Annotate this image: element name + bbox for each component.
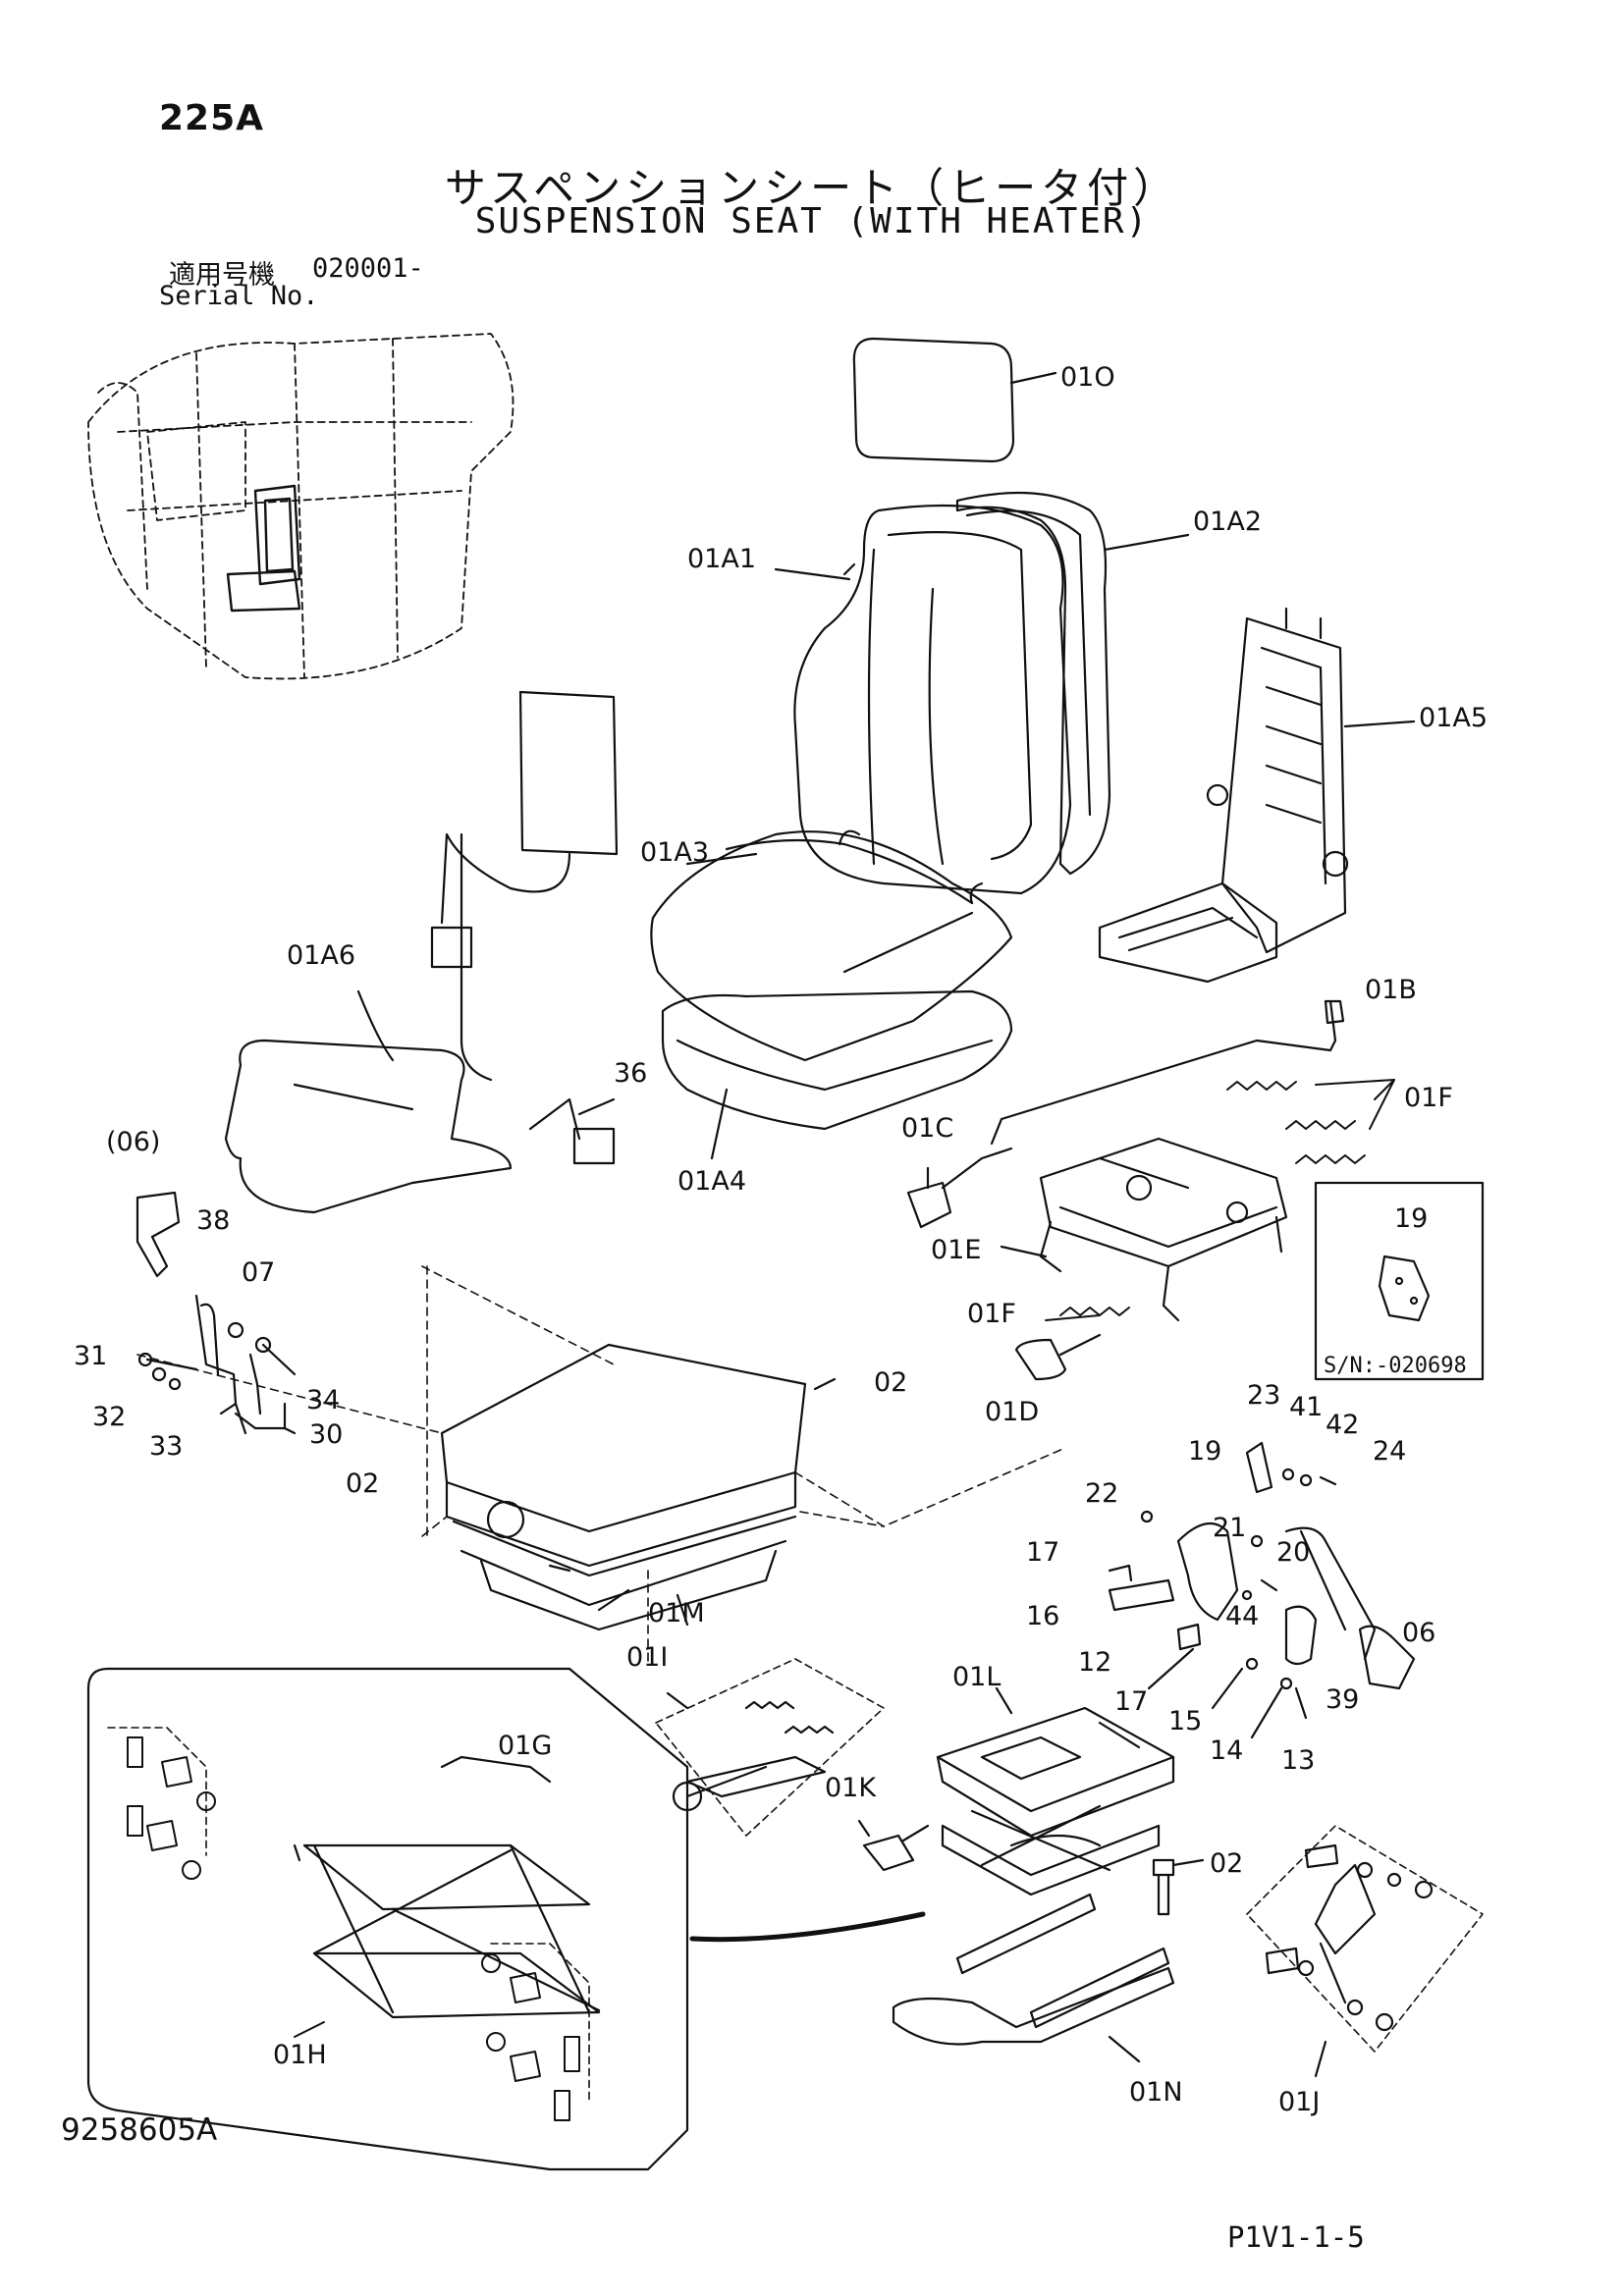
callout-31: 31 xyxy=(74,1341,107,1371)
serial-label-english: Serial No. xyxy=(159,281,319,311)
callout-07: 07 xyxy=(242,1257,275,1288)
callout-13: 13 xyxy=(1281,1745,1315,1776)
dashed-assembly-guides xyxy=(136,1265,1066,1665)
callout-17-lower: 17 xyxy=(1114,1686,1148,1717)
page-reference: P1V1-1-5 xyxy=(1227,2220,1365,2254)
inset-part-label: 19 xyxy=(1394,1203,1428,1234)
inset-serial-note: S/N:-020698 xyxy=(1324,1354,1467,1378)
callout-01A3: 01A3 xyxy=(640,837,709,868)
headrest-01O xyxy=(852,337,1015,463)
part-01K xyxy=(862,1834,915,1872)
callout-01A1: 01A1 xyxy=(687,544,756,574)
callout-20: 20 xyxy=(1276,1537,1310,1568)
knob-01D xyxy=(1014,1338,1067,1381)
knob-01C xyxy=(906,1181,952,1229)
lever-assembly-right xyxy=(1108,1441,1416,1739)
callout-01G: 01G xyxy=(498,1731,552,1761)
title-japanese: サスペンションシート（ヒータ付） xyxy=(444,164,1180,212)
scissor-linkage-01G xyxy=(293,1755,601,2019)
callout-01C: 01C xyxy=(901,1113,953,1144)
callout-42: 42 xyxy=(1326,1410,1359,1440)
serial-label-japanese: 適用号機 xyxy=(169,260,275,291)
callout-01E: 01E xyxy=(931,1235,981,1265)
callout-34: 34 xyxy=(306,1385,340,1415)
callout-44: 44 xyxy=(1225,1601,1259,1631)
callout-19: 19 xyxy=(1188,1436,1221,1467)
backrest-cover-01A2 xyxy=(955,491,1111,876)
seatbelt-buckle-assembly xyxy=(135,1191,297,1435)
suspension-mechanism-01L xyxy=(936,1686,1175,1896)
callout-01F-lower: 01F xyxy=(967,1299,1016,1329)
detail-group-box xyxy=(86,1667,689,2171)
callout-01A6: 01A6 xyxy=(287,940,355,971)
callout-15: 15 xyxy=(1168,1706,1202,1736)
seat-frame-01A5 xyxy=(1098,607,1416,984)
page-code: 225A xyxy=(159,98,265,138)
callout-01K: 01K xyxy=(825,1773,877,1803)
adjuster-rod-01B xyxy=(990,999,1337,1146)
callout-22: 22 xyxy=(1085,1478,1118,1509)
document-number: 9258605A xyxy=(61,2112,218,2148)
callout-01A4: 01A4 xyxy=(677,1166,746,1197)
callout-41: 41 xyxy=(1289,1392,1323,1422)
callout-38: 38 xyxy=(196,1205,230,1236)
callout-01F: 01F xyxy=(1404,1083,1453,1113)
bar-frame-01N xyxy=(892,1966,1175,2046)
callout-14: 14 xyxy=(1210,1735,1243,1766)
callout-30: 30 xyxy=(309,1419,343,1450)
callout-21: 21 xyxy=(1213,1513,1246,1543)
heater-pad-01A6 xyxy=(224,690,619,1214)
inset-box xyxy=(1314,1181,1485,1381)
callout-01I: 01I xyxy=(626,1642,668,1673)
callout-01A5: 01A5 xyxy=(1419,703,1488,733)
inset-bracket-19 xyxy=(1378,1255,1431,1322)
cab-locator-illustration xyxy=(87,333,514,680)
callout-01O: 01O xyxy=(1060,362,1115,393)
callout-24: 24 xyxy=(1373,1436,1406,1467)
shock-absorber-kit-01J xyxy=(1246,1825,1484,2078)
callout-39: 39 xyxy=(1326,1684,1359,1715)
callout-01A2: 01A2 xyxy=(1193,507,1262,537)
title-english: SUSPENSION SEAT (WITH HEATER) xyxy=(474,201,1150,241)
callout-01B: 01B xyxy=(1365,975,1417,1005)
spring-kit-01I xyxy=(655,1658,885,1837)
seat-base-cushion-01A4 xyxy=(661,989,1013,1131)
callout-01D: 01D xyxy=(985,1397,1039,1427)
callout-02-upper: 02 xyxy=(874,1367,907,1398)
callout-01N: 01N xyxy=(1129,2077,1183,2108)
slide-rail-01E xyxy=(1039,1137,1288,1268)
callout-16: 16 xyxy=(1026,1601,1059,1631)
callout-01L: 01L xyxy=(952,1662,1001,1692)
callout-17-upper: 17 xyxy=(1026,1537,1059,1568)
seat-cushion-01A3 xyxy=(650,830,1013,1062)
callout-33: 33 xyxy=(149,1431,183,1462)
seat-base-assembly-01M xyxy=(440,1343,807,1631)
callout-02-left: 02 xyxy=(346,1468,379,1499)
bolt-02 xyxy=(1152,1858,1175,1916)
callout-02-lower: 02 xyxy=(1210,1848,1243,1879)
callout-01H: 01H xyxy=(273,2040,327,2070)
callout-36: 36 xyxy=(614,1058,647,1089)
callout-12: 12 xyxy=(1078,1647,1111,1678)
callout-06-paren: (06) xyxy=(106,1127,160,1157)
callout-01J: 01J xyxy=(1278,2087,1320,2117)
serial-code: 020001- xyxy=(312,253,424,284)
callout-32: 32 xyxy=(92,1402,126,1432)
callout-06: 06 xyxy=(1402,1618,1435,1648)
cab-seat-highlight xyxy=(226,484,301,613)
backrest-cushion-01A1 xyxy=(793,504,1072,895)
callout-23: 23 xyxy=(1247,1380,1280,1411)
springs-01F xyxy=(1045,1079,1395,1321)
callout-01M: 01M xyxy=(648,1598,705,1629)
